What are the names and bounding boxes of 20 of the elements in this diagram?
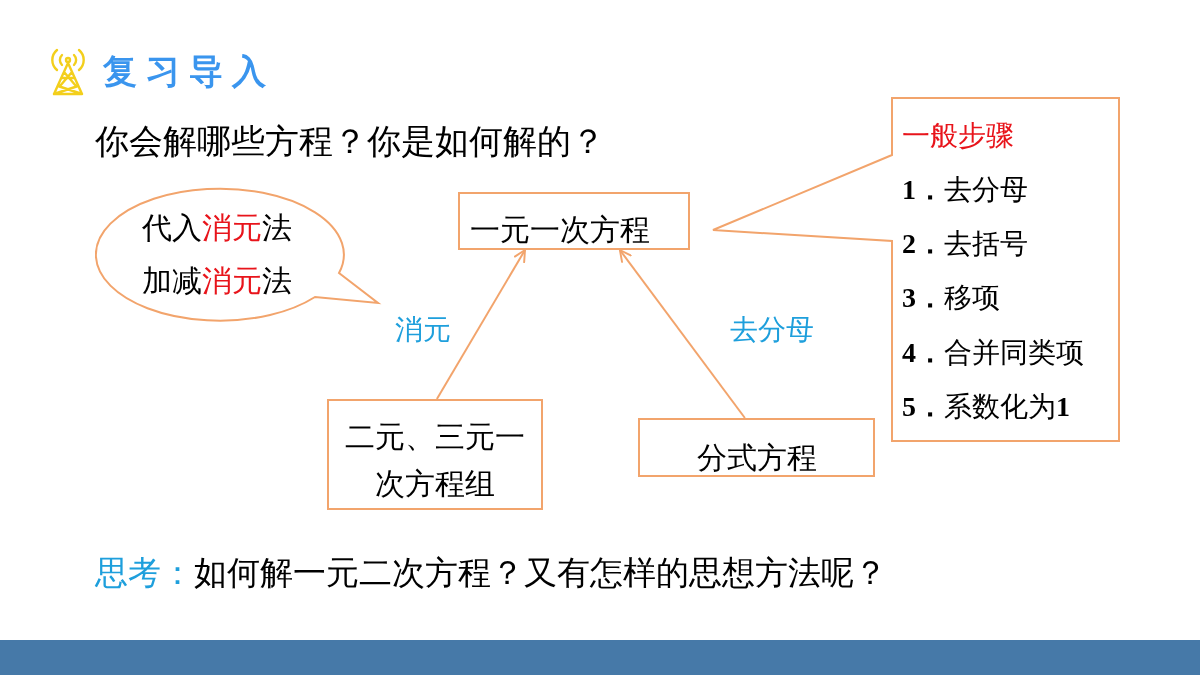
question-text: 你会解哪些方程？你是如何解的？ <box>95 122 605 162</box>
equation-name: 分式方程 <box>695 441 818 476</box>
step-text: 5．系数化为1 <box>902 390 1070 423</box>
callout-box <box>711 96 1121 443</box>
step-text: 4．合并同类项 <box>902 336 1084 369</box>
equation-box <box>458 192 690 250</box>
step-text: 2．去括号 <box>902 228 1028 261</box>
prompt-text: 思考：如何解一元二次方程？又有怎样的思想方法呢？ <box>95 555 887 593</box>
equation-box <box>327 399 543 510</box>
method-text: 代入消元法 <box>142 211 292 246</box>
equation-name: 二元、三元一次方程组 <box>344 419 526 502</box>
arrow <box>618 249 746 419</box>
equation-name: 一元一次方程 <box>470 213 650 248</box>
step-text: 1．去分母 <box>902 174 1028 207</box>
steps-heading: 一般步骤 <box>902 120 1014 153</box>
arrow <box>435 249 526 400</box>
method-text: 加减消元法 <box>142 264 292 299</box>
step-text: 3．移项 <box>902 282 1000 315</box>
equation-box <box>638 418 875 477</box>
slide-title: 复习导入 <box>103 52 275 92</box>
